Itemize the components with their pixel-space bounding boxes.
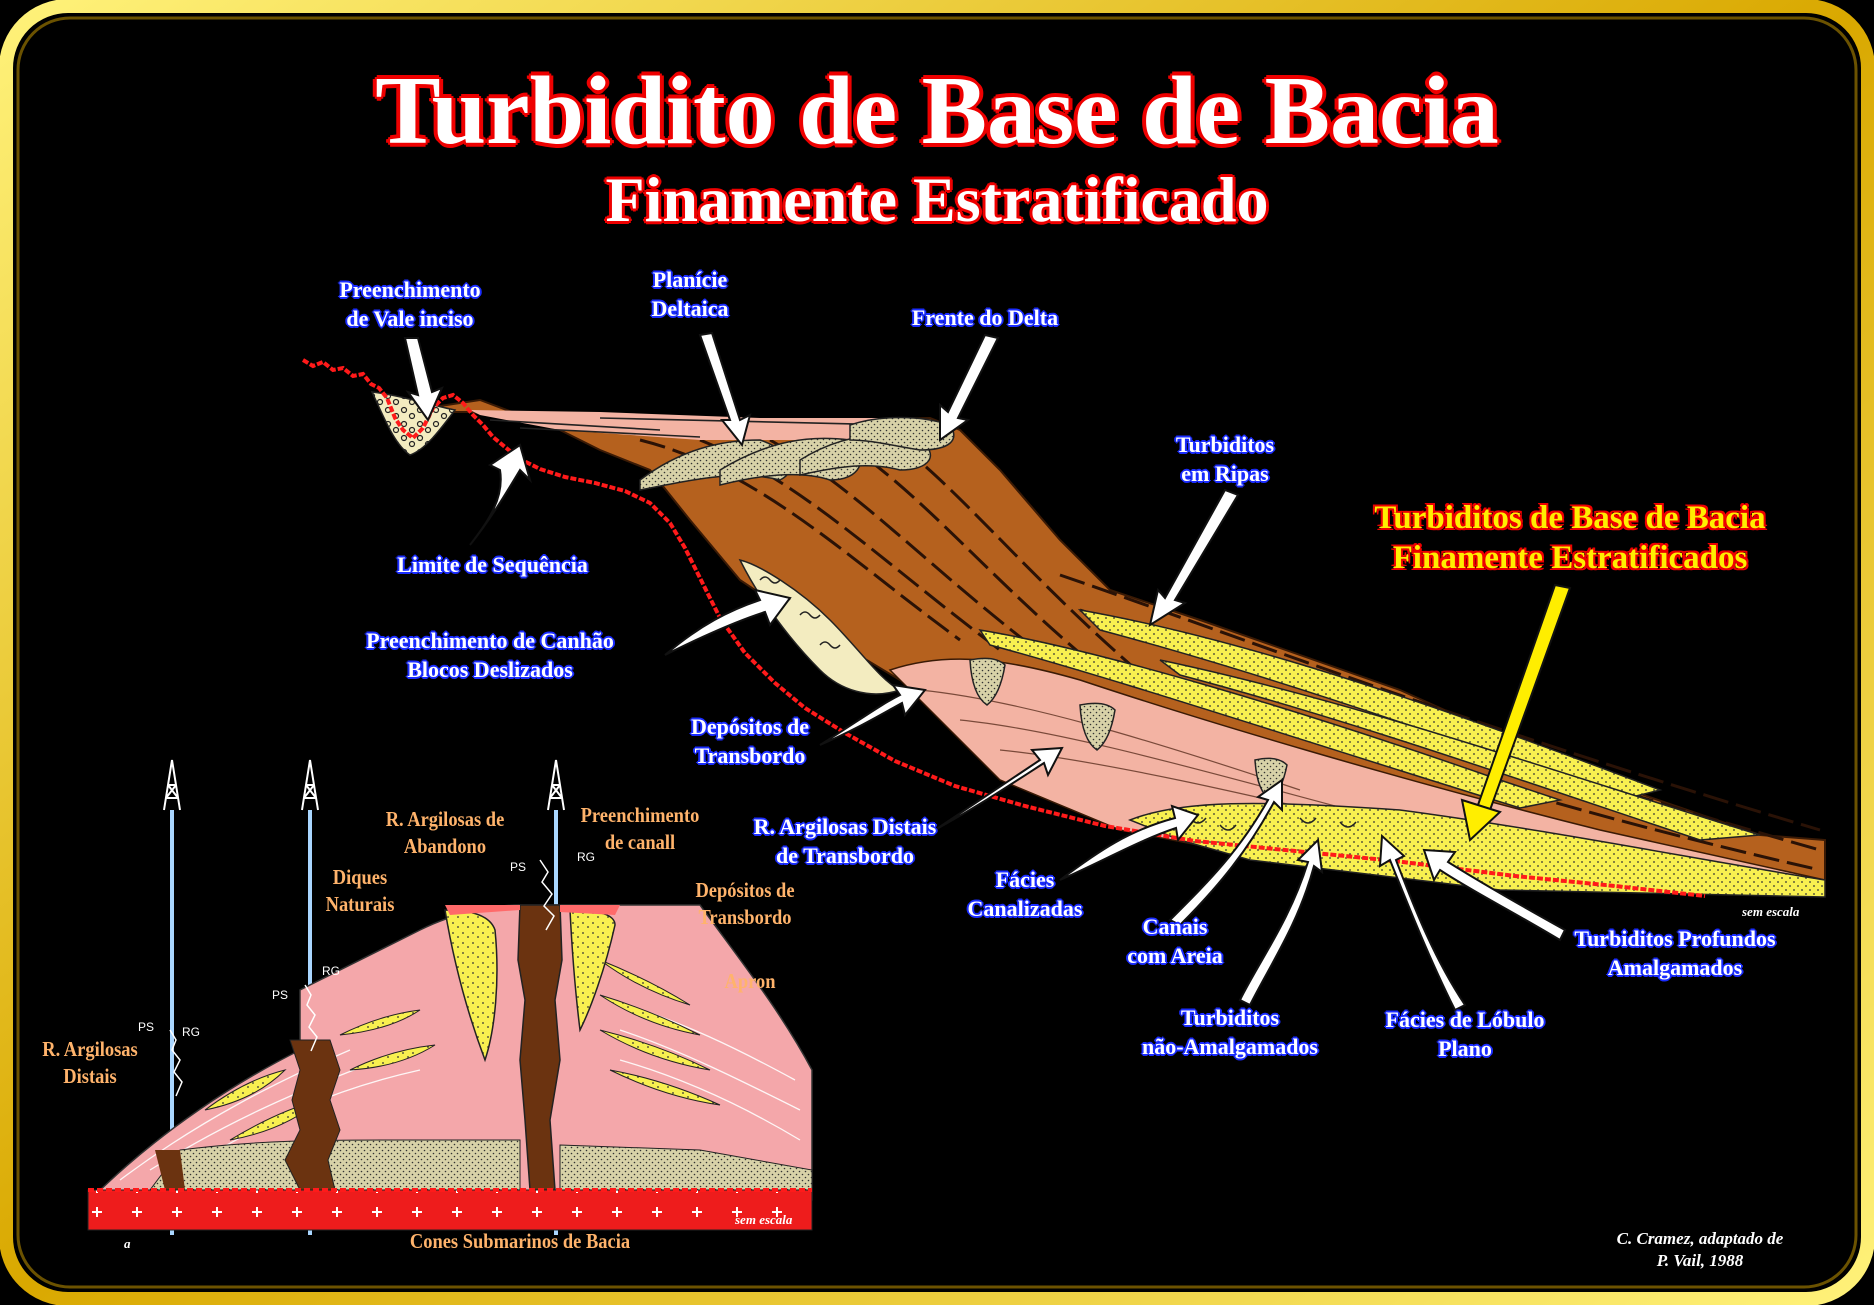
derrick-icon — [163, 759, 181, 811]
derrick-icon — [547, 759, 565, 811]
well-mark-ps-1: PS — [138, 1020, 155, 1034]
inset-label-apron: Apron — [724, 969, 776, 993]
derrick-icon — [301, 759, 319, 811]
page-subtitle: Finamente Estratificado — [605, 164, 1269, 235]
inset-cross-section — [87, 759, 813, 1235]
well-mark-rg-1: RG — [182, 1025, 200, 1039]
label-limite-sequencia: Limite de Sequência — [397, 552, 588, 577]
page-title: Turbidito de Base de Bacia — [375, 57, 1499, 165]
scale-note-main: sem escala — [1742, 904, 1800, 919]
label-frente-delta: Frente do Delta — [911, 305, 1059, 330]
inset-label-cones: Cones Submarinos de Bacia — [409, 1229, 631, 1253]
well-mark-rg-3: RG — [577, 850, 595, 864]
well-mark-rg-2: RG — [322, 964, 340, 978]
scale-note-inset: sem escala — [735, 1212, 793, 1227]
panel-letter: a — [124, 1236, 131, 1251]
well-mark-ps-3: PS — [510, 860, 527, 874]
well-mark-ps-2: PS — [272, 988, 289, 1002]
main-cross-section — [301, 331, 1826, 1012]
